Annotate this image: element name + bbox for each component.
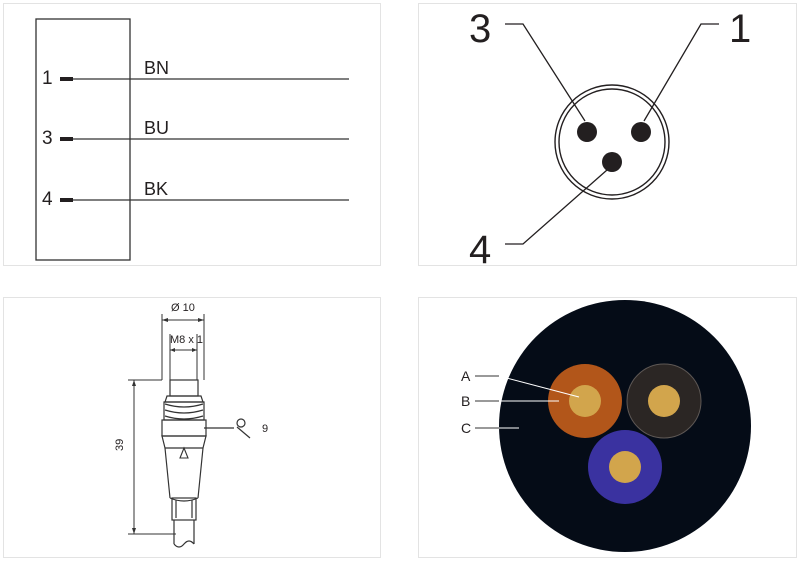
wire-bk-label: BK [144,179,169,199]
wiring-diagram-panel: 1 BN 3 BU 4 BK [3,3,381,266]
wrench-size-label: 9 [262,423,269,435]
wrench-icon [204,418,251,439]
black-core-conductor [648,385,680,417]
pin-3-contact [577,122,597,142]
label-b: B [461,393,471,409]
label-a: A [461,368,471,384]
pin-3-leader [505,23,586,122]
diameter-label: Ø 10 [171,302,195,314]
wire-bu-label: BU [144,118,170,138]
pin-4-contact [602,152,622,172]
thread-label: M8 x 1 [170,334,204,346]
cable-section-drawing [475,300,751,552]
pin-4-leader [505,169,608,245]
dimension-panel: Ø 10 M8 x 1 39 9 [3,297,381,558]
pin-1-label: 1 [42,68,53,89]
brown-core-conductor [569,385,601,417]
wire-bn-label: BN [144,58,170,78]
wiring-diagram-drawing [35,18,349,261]
pin-3-marker [60,137,73,141]
cable-section-panel: A B C [418,297,797,558]
pin-1-number: 1 [729,7,752,51]
pin-4-marker [60,198,73,202]
pinout-panel: 3 1 4 [418,3,797,270]
pin-4-label: 4 [42,189,53,210]
latch-arrow-icon [179,446,189,459]
pin-4-number: 4 [469,228,492,272]
pin-1-marker [60,77,73,81]
pinout-drawing [505,23,719,245]
connector-face-outer [554,84,670,200]
cable-sheath [499,300,751,552]
blue-core-conductor [609,451,641,483]
connector-outline [161,379,207,548]
pin-1-contact [631,122,651,142]
length-label: 39 [114,438,126,451]
pin-3-label: 3 [42,128,53,149]
dimension-drawing [128,314,251,548]
pin-1-leader [643,23,719,122]
pin-3-number: 3 [469,7,492,51]
label-c: C [461,420,472,436]
connector-face-inner [558,88,666,196]
